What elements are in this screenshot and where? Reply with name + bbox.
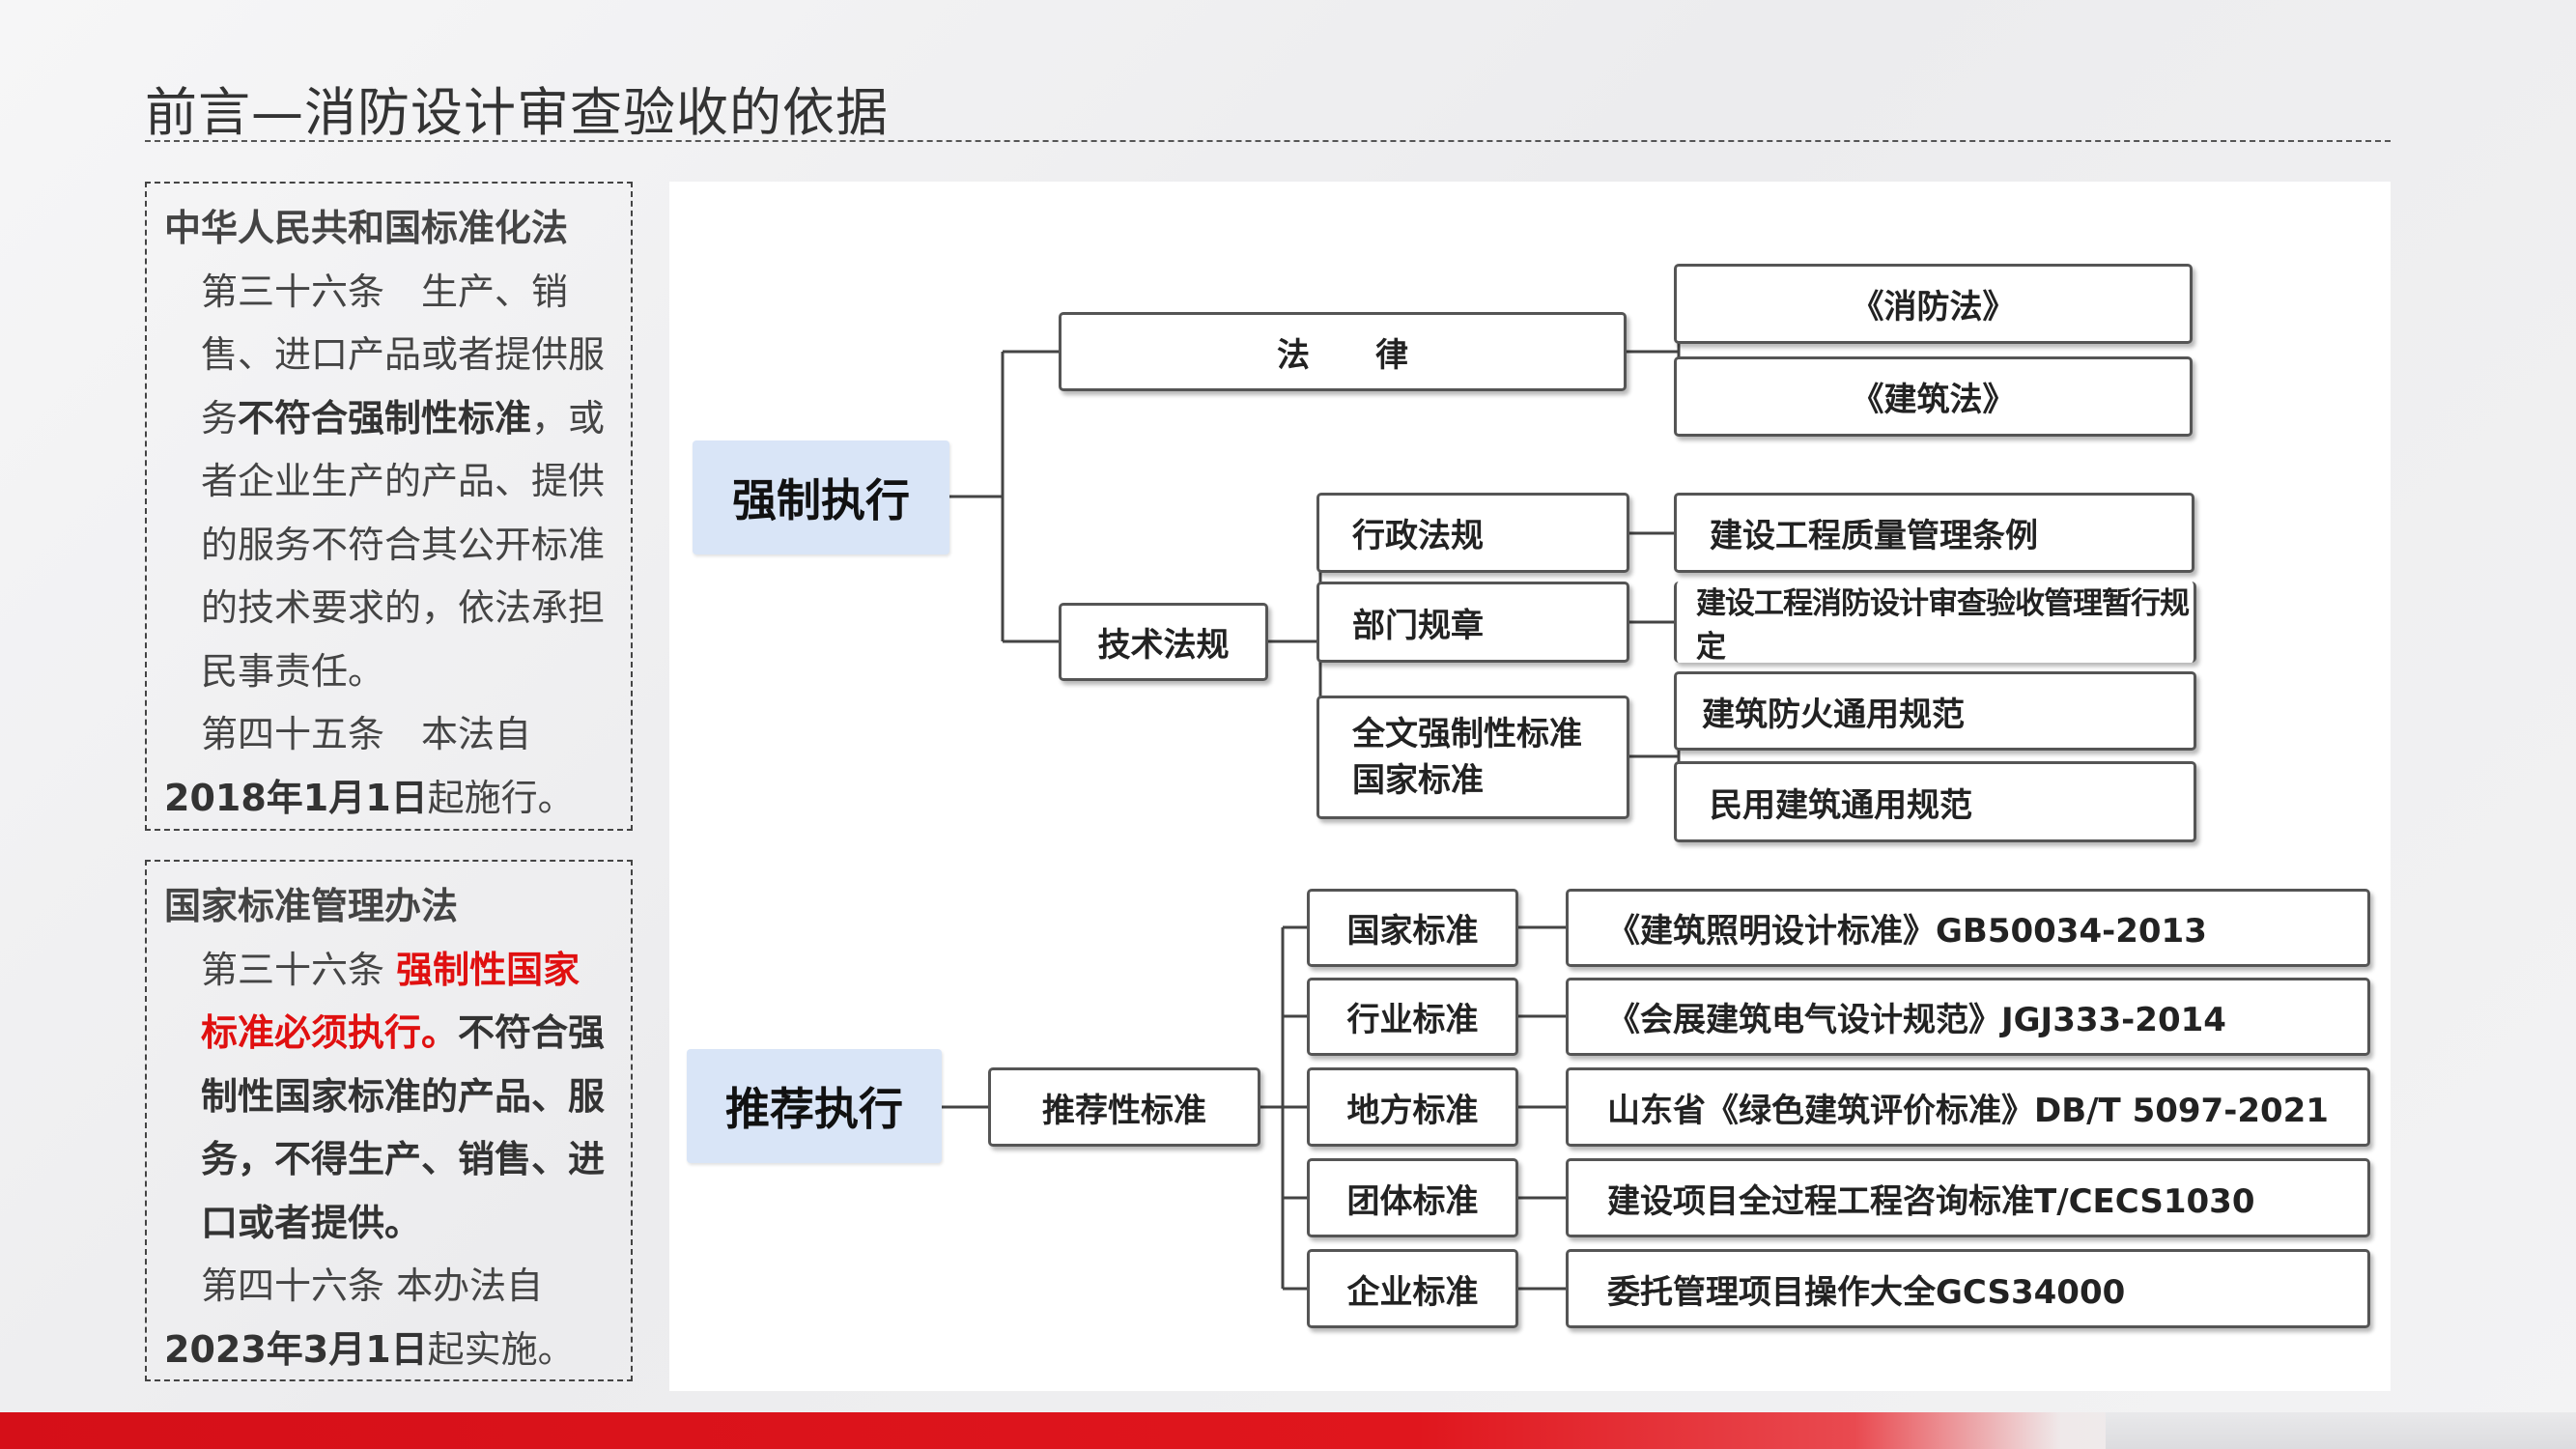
measures-article-36-bold: 不符合强制性国家标准的产品、服务，不得生产、销售、进口或者提供。 [201, 1011, 606, 1244]
rec-type-national: 国家标准 [1307, 889, 1518, 967]
measures-article-46-date-line: 2023年3月1日起实施。 [164, 1319, 615, 1382]
rec-example-group: 建设项目全过程工程咨询标准T/CECS1030 [1566, 1158, 2370, 1237]
fire-law-node: 《消防法》 [1674, 264, 2193, 344]
measures-article-46-post: 起实施。 [427, 1327, 575, 1371]
rec-type-local: 地方标准 [1307, 1067, 1518, 1147]
mandatory-category: 强制执行 [693, 440, 949, 554]
fire-code-node: 建筑防火通用规范 [1674, 671, 2196, 751]
admin-regulation-node: 行政法规 [1316, 493, 1629, 573]
article-36-post: ，或者企业生产的产品、提供的服务不符合其公开标准的技术要求的，依法承担民事责任。 [201, 396, 606, 693]
full-text-standard-line2: 国家标准 [1352, 761, 1484, 800]
rec-type-enterprise: 企业标准 [1307, 1249, 1518, 1328]
article-45-date-line: 2018年1月1日起施行。 [164, 767, 615, 831]
article-36-text: 第三十六条 生产、销售、进口产品或者提供服务不符合强制性标准，或者企业生产的产品… [164, 261, 615, 704]
measures-article-46-pre: 第四十六条 本办法自 [201, 1264, 544, 1307]
article-36-bold: 不符合强制性标准 [238, 396, 532, 440]
standardization-law-box: 中华人民共和国标准化法 第三十六条 生产、销售、进口产品或者提供服务不符合强制性… [145, 182, 633, 831]
rec-example-enterprise: 委托管理项目操作大全GCS34000 [1566, 1249, 2370, 1328]
measures-article-36-red: 强制性国家标准必须执行。 [201, 948, 580, 1055]
article-45-text: 第四十五条 本法自 [164, 703, 615, 767]
page-title: 前言—消防设计审查验收的依据 [145, 82, 889, 143]
civil-code-node: 民用建筑通用规范 [1674, 761, 2196, 842]
article-36-pre: 第三十六条 生产、销售、进口产品或者提供服务 [201, 270, 606, 440]
measures-article-36: 第三十六条 强制性国家标准必须执行。不符合强制性国家标准的产品、服务，不得生产、… [164, 939, 615, 1256]
rec-example-national: 《建筑照明设计标准》GB50034-2013 [1566, 889, 2370, 967]
rec-example-local: 山东省《绿色建筑评价标准》DB/T 5097-2021 [1566, 1067, 2370, 1147]
national-standard-measures-heading: 国家标准管理办法 [164, 885, 459, 927]
measures-article-46: 第四十六条 本办法自 [164, 1255, 615, 1319]
rec-type-industry: 行业标准 [1307, 978, 1518, 1056]
measures-article-46-date: 2023年3月1日 [164, 1327, 428, 1371]
recommended-category: 推荐执行 [687, 1049, 942, 1163]
national-standard-measures-box: 国家标准管理办法 第三十六条 强制性国家标准必须执行。不符合强制性国家标准的产品… [145, 860, 633, 1381]
fire-review-rule-node: 建设工程消防设计审查验收管理暂行规定 [1674, 582, 2196, 665]
article-45-post: 起施行。 [427, 776, 575, 819]
recommended-standard-node: 推荐性标准 [988, 1067, 1260, 1147]
standards-hierarchy-diagram: 强制执行 推荐执行 法 律 技术法规 推荐性标准 《消防法》 《建筑法》 行政法… [669, 182, 2391, 1391]
law-node: 法 律 [1059, 312, 1627, 391]
rec-example-industry: 《会展建筑电气设计规范》JGJ333-2014 [1566, 978, 2370, 1056]
standardization-law-heading: 中华人民共和国标准化法 [164, 207, 569, 249]
full-text-standard-line1: 全文强制性标准 [1352, 715, 1582, 753]
rec-type-group: 团体标准 [1307, 1158, 1518, 1237]
full-text-standard-node: 全文强制性标准 国家标准 [1316, 696, 1629, 819]
tech-regulation-node: 技术法规 [1059, 603, 1268, 681]
quality-regulation-node: 建设工程质量管理条例 [1674, 493, 2194, 573]
article-45-date: 2018年1月1日 [164, 776, 428, 819]
article-45-pre: 第四十五条 本法自 [201, 713, 532, 755]
footer-grey-band [2106, 1412, 2576, 1449]
measures-article-36-pre: 第三十六条 [201, 948, 397, 991]
title-divider [145, 140, 2391, 142]
building-law-node: 《建筑法》 [1674, 356, 2193, 437]
dept-rule-node: 部门规章 [1316, 582, 1629, 663]
